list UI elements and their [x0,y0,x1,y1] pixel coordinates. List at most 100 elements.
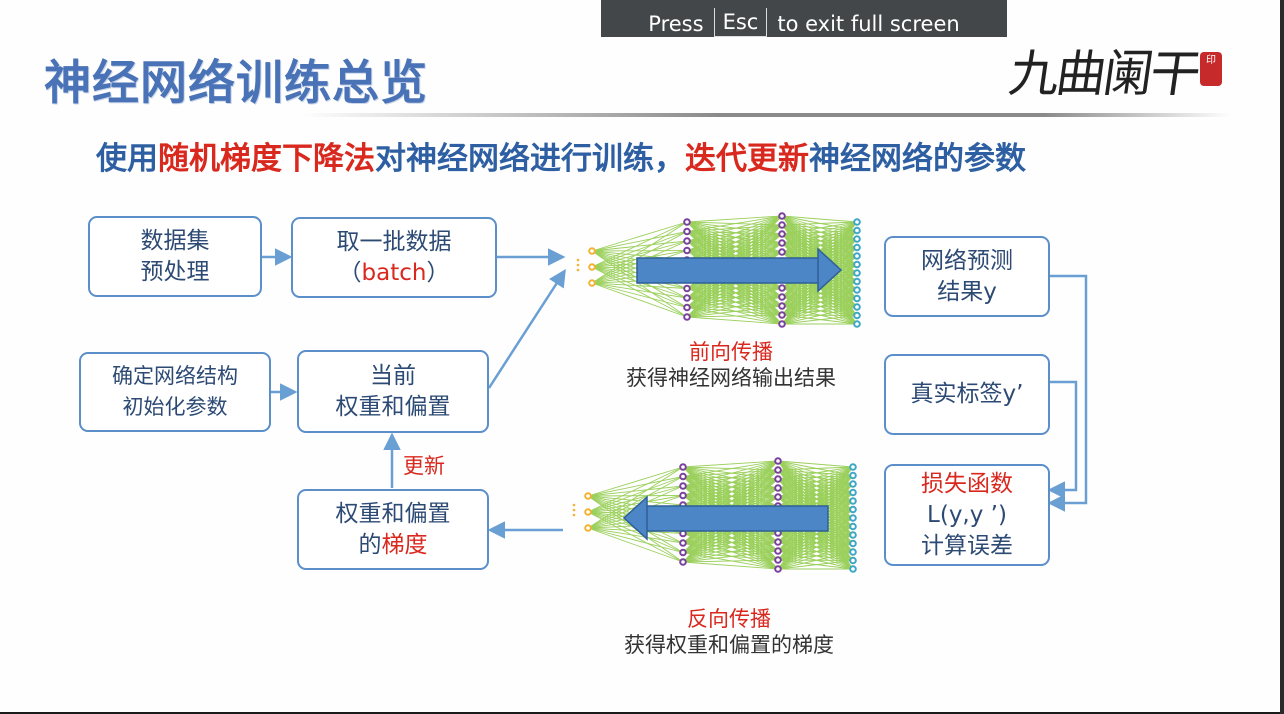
arrow-predict-to-loss [1047,274,1088,512]
network-node [849,463,857,471]
forward-arrow-icon [636,247,843,293]
box-text: 当前 [370,362,416,389]
box-text: 确定网络结构 [112,364,238,388]
seal-stamp: 印 [1200,52,1222,86]
network-node [679,548,687,557]
network-node [849,565,857,573]
subtitle-part: 对神经网络进行训练， [375,141,685,177]
backward-arrow-icon [622,495,829,541]
network-node [683,227,691,236]
network-node [849,514,857,522]
network-node [774,493,782,501]
box-text: 权重和偏置 [335,393,451,420]
loss-formula: L(y,y ’) [927,501,1007,528]
network-node [853,294,861,303]
gradient-word: 梯度 [381,531,428,558]
network-node [778,311,786,319]
network-node [683,237,691,245]
forward-title: 前向传播 [689,340,773,364]
arrow-current-to-network [487,269,566,389]
network-node [853,226,861,235]
network-node [778,239,786,247]
network-node [849,522,857,531]
current-params-box: 当前权重和偏置 [297,350,489,433]
network-node [774,475,782,483]
network-node [683,284,691,293]
network-node [584,524,592,532]
network-node [679,472,687,481]
box-text: 数据集 [140,227,210,254]
subtitle-part: 使用 [96,141,158,177]
loss-function-box: 损失函数 L(y,y ’) 计算误差 [884,464,1050,566]
network-node [683,313,691,321]
network-node [679,482,687,490]
network-node [849,471,857,480]
subtitle-part: 随机梯度下降法 [158,141,375,177]
network-node [853,286,861,294]
box-text: 预处理 [140,258,210,285]
subtitle: 使用随机梯度下降法对神经网络进行训练，迭代更新神经网络的参数 [96,133,1026,178]
init-box: 确定网络结构初始化参数 [79,352,271,432]
network-node [683,303,691,312]
network-node [853,260,861,269]
network-node [774,538,782,546]
network-node [849,505,857,514]
network-node [588,263,596,271]
backward-desc: 获得权重和偏置的梯度 [624,633,834,657]
network-node [774,457,782,465]
subtitle-part: 神经网络的参数 [809,141,1026,177]
toast-press: Press [648,12,704,36]
prediction-box: 网络预测结果y [884,236,1050,317]
network-node [853,218,861,226]
gradient-box: 权重和偏置的梯度 [297,489,489,570]
network-node [853,303,861,311]
box-text: 真实标签y’ [910,381,1024,407]
paren: （ [338,259,362,286]
box-text: 网络预测 [921,247,1013,274]
forward-label: 前向传播 获得神经网络输出结果 [600,339,862,391]
network-node [679,539,687,547]
network-node [778,230,786,238]
network-node [584,492,592,500]
network-node [853,243,861,252]
network-node [774,556,782,564]
network-node [849,497,857,505]
backward-label: 反向传播 获得权重和偏置的梯度 [598,606,860,658]
true-label-box: 真实标签y’ [884,354,1050,435]
title-divider [300,113,1230,117]
network-node [849,556,857,565]
network-node [778,293,786,301]
slide-title: 神经网络训练总览 [44,56,428,111]
update-label: 更新 [403,454,445,478]
network-node [679,491,687,500]
network-node [774,466,782,474]
network-node [683,246,691,255]
box-text: 取一批数据 [336,228,452,255]
network-node [849,539,857,548]
network-node [679,463,687,471]
box-text: 权重和偏置 [335,500,451,527]
esc-key-hint: Esc [713,8,768,37]
network-node [853,235,861,243]
network-node [849,548,857,556]
network-node [774,547,782,555]
network-node [849,480,857,488]
network-node [849,488,857,497]
network-node [778,320,786,328]
loss-desc: 计算误差 [921,532,1013,559]
paren: ） [426,259,450,286]
preprocess-box: 数据集预处理 [88,216,262,297]
fullscreen-exit-toast: Press Esc to exit full screen [601,0,1007,37]
batch-word: batch [361,259,427,286]
loss-title: 损失函数 [921,470,1013,497]
box-text: 结果y [937,278,997,305]
network-node [679,558,687,566]
network-node [853,277,861,286]
backward-title: 反向传播 [687,607,771,631]
toast-rest: to exit full screen [777,12,960,36]
network-node [683,218,691,226]
network-node [778,212,786,220]
forward-desc: 获得神经网络输出结果 [626,366,836,390]
network-node [584,508,592,516]
